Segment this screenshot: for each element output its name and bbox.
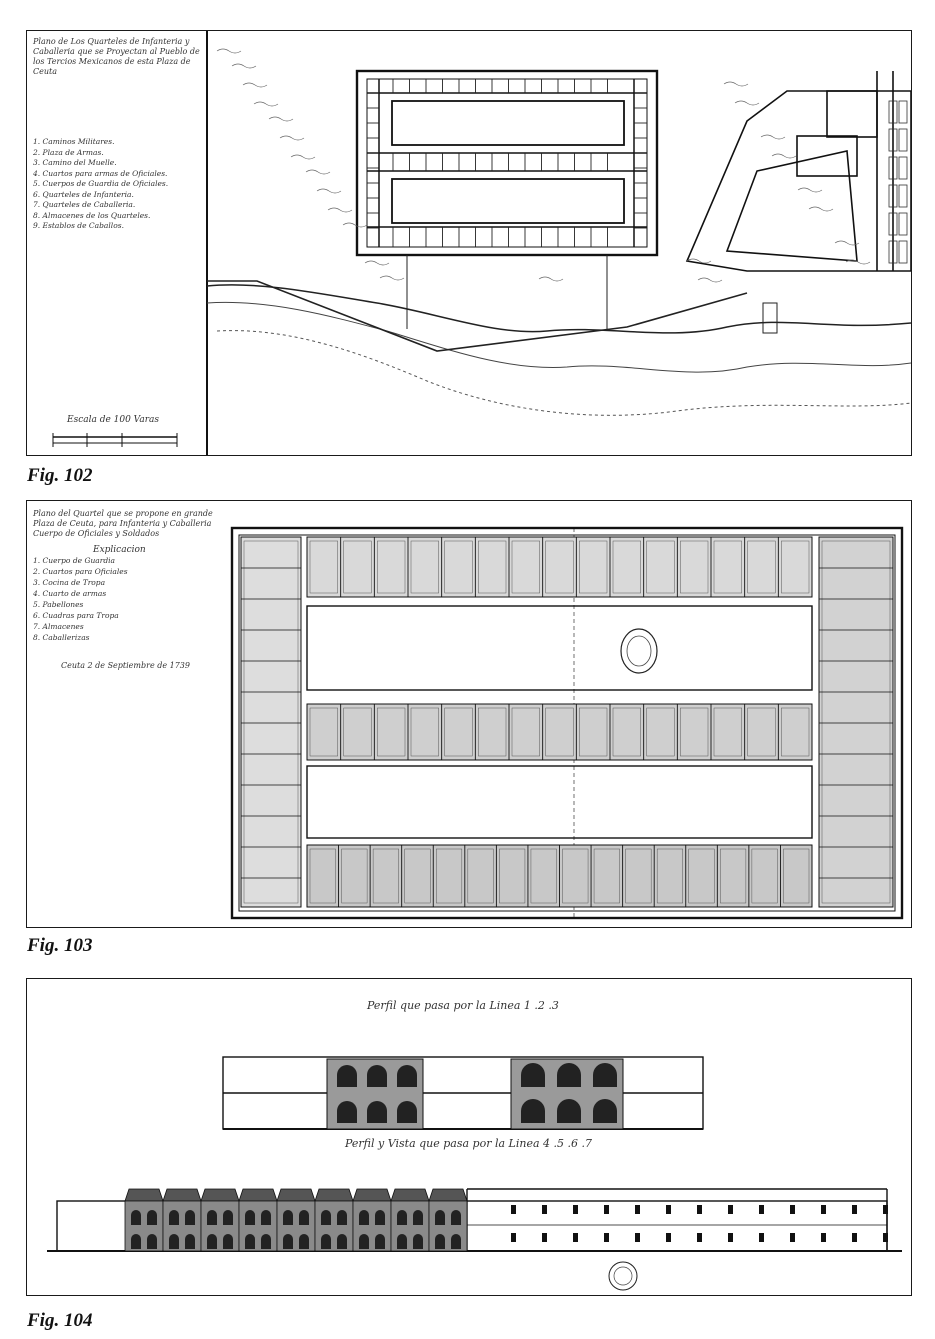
footer-note: Ceuta 2 de Septiembre de 1739	[61, 661, 190, 670]
explanation-heading: Explicacion	[93, 545, 146, 555]
figure-104-drawing	[47, 1056, 902, 1291]
legend-item: 1. Cuerpo de Guardia	[33, 556, 116, 565]
legend-item: 5. Cuerpos de Guardia de Oficiales.	[33, 179, 169, 188]
legend-item: 9. Establos de Caballos.	[33, 221, 124, 230]
legend-item: 7. Almacenes	[33, 622, 84, 631]
legend-items: 1. Caminos Militares. 2. Plaza de Armas.…	[33, 137, 203, 232]
section-title-1: Perfil que pasa por la Linea 1 .2 .3	[367, 999, 559, 1012]
figure-caption: Fig. 102	[27, 465, 93, 486]
legend-item: 8. Caballerizas	[33, 633, 90, 642]
legend-item: 8. Almacenes de los Quarteles.	[33, 210, 151, 220]
figure-caption: Fig. 104	[27, 1310, 93, 1331]
legend-item: 3. Cocina de Tropa	[33, 578, 106, 587]
legend-item: 2. Plaza de Armas.	[33, 147, 104, 157]
figure-102-map: Plano de Los Quarteles de Infanteria y C…	[26, 30, 912, 456]
figure-102-legend: Plano de Los Quarteles de Infanteria y C…	[33, 37, 203, 425]
legend-item: 1. Caminos Militares.	[33, 137, 115, 146]
legend-item: 2. Cuartos para Oficiales	[33, 567, 128, 576]
legend-title: Plano de Los Quarteles de Infanteria y C…	[33, 37, 200, 76]
figure-104-elevations: Perfil que pasa por la Linea 1 .2 .3 Per…	[26, 978, 912, 1296]
legend-item: 5. Pabellones	[33, 600, 84, 609]
section-title-2: Perfil y Vista que pasa por la Linea 4 .…	[345, 1137, 592, 1150]
figure-103-plan: Plano del Quartel que se propone en gran…	[26, 500, 912, 928]
legend-item: 6. Cuadras para Tropa	[33, 611, 119, 620]
legend-item: 3. Camino del Muelle.	[33, 158, 117, 167]
legend-item: 4. Cuartos para armas de Oficiales.	[33, 168, 168, 178]
legend-item: 7. Quarteles de Caballeria.	[33, 200, 136, 209]
figure-103-legend: Plano del Quartel que se propone en gran…	[33, 509, 225, 670]
figure-caption: Fig. 103	[27, 935, 93, 956]
legend-item: 6. Quarteles de Infanteria.	[33, 189, 134, 199]
scale-label: Escala de 100 Varas	[67, 415, 160, 425]
figure-102-drawing	[52, 31, 911, 455]
legend-items: 1. Cuerpo de Guardia 2. Cuartos para Ofi…	[33, 555, 225, 643]
legend-item: 4. Cuarto de armas	[33, 589, 107, 598]
figure-103-drawing	[230, 526, 904, 920]
legend-title: Plano del Quartel que se propone en gran…	[33, 509, 213, 538]
